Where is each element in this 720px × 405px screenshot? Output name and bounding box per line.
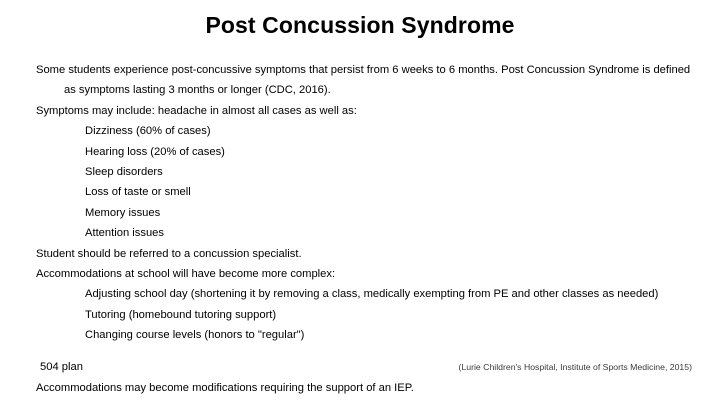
list-item: Memory issues	[85, 206, 161, 219]
plan-504-row: 504 plan (Lurie Children's Hospital, Ins…	[0, 358, 720, 376]
list-item: Hearing loss (20% of cases)	[85, 145, 225, 158]
list-item: Tutoring (homebound tutoring support)	[85, 308, 277, 321]
list-item: Dizziness (60% of cases)	[85, 125, 211, 138]
closing-line: Accommodations may become modifications …	[36, 382, 414, 394]
list-item: Loss of taste or smell	[85, 186, 191, 199]
list-item: Changing course levels (honors to "regul…	[85, 329, 305, 342]
referral-line: Student should be referred to a concussi…	[36, 247, 302, 260]
slide-body: Some students experience post-concussive…	[0, 60, 720, 346]
page-title: Post Concussion Syndrome	[205, 12, 515, 38]
source-citation: (Lurie Children's Hospital, Institute of…	[458, 362, 692, 372]
plan-504-label: 504 plan	[40, 361, 83, 373]
paragraph-intro: Some students experience post-concussive…	[36, 64, 691, 97]
list-item: Sleep disorders	[85, 166, 163, 179]
symptoms-lead: Symptoms may include: headache in almost…	[36, 104, 357, 117]
list-item: Adjusting school day (shortening it by r…	[85, 288, 659, 301]
accommodations-lead: Accommodations at school will have becom…	[36, 268, 336, 281]
list-item: Attention issues	[85, 227, 164, 240]
